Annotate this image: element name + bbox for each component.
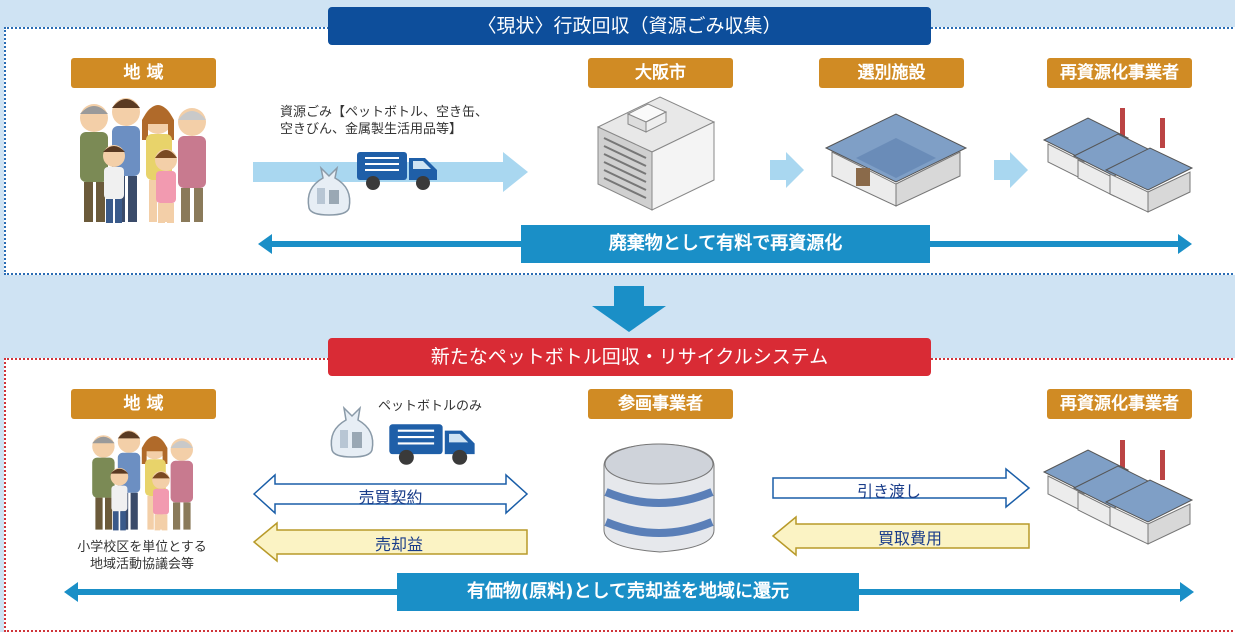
area-description-line1: 小学校区を単位とする (77, 540, 207, 555)
current-system-banner: 〈現状〉行政回収（資源ごみ収集） (328, 7, 931, 45)
recycling-factory-icon (1042, 108, 1194, 213)
top-result-label: 廃棄物として有料で再資源化 (521, 225, 930, 263)
handover-label: 引き渡し (856, 482, 921, 501)
label-area-top: 地 域 (71, 58, 216, 88)
handover-arrow (772, 467, 1031, 509)
sales-contract-arrow (252, 473, 529, 515)
family-illustration (80, 98, 206, 223)
operator-building-icon (603, 443, 715, 553)
label-participating-operator: 参画事業者 (588, 389, 733, 419)
garbage-truck-icon (357, 152, 437, 190)
recyclables-description-line1: 資源ごみ【ペットボトル、空き缶、 (280, 105, 489, 120)
area-description-line2: 地域活動協議会等 (89, 557, 194, 572)
label-recycler-top: 再資源化事業者 (1047, 58, 1192, 88)
collection-truck-icon (389, 424, 475, 465)
flow-arrow-to-recycler (994, 152, 1028, 188)
sales-profit-label: 売却益 (374, 535, 423, 554)
label-recycler-bottom: 再資源化事業者 (1047, 389, 1192, 419)
pet-bottle-bag-icon (330, 405, 374, 458)
family-illustration-small (92, 430, 193, 531)
sales-profit-arrow (252, 521, 528, 563)
bottom-result-label: 有価物(原料)として売却益を地域に還元 (397, 573, 859, 611)
transition-arrow (592, 286, 666, 332)
purchase-cost-label: 買取費用 (877, 529, 942, 548)
recyclables-description-line2: 空きびん、金属製生活用品等】 (280, 122, 463, 137)
sales-contract-label: 売買契約 (358, 488, 423, 507)
label-sorting-facility: 選別施設 (819, 58, 964, 88)
new-system-banner: 新たなペットボトル回収・リサイクルシステム (328, 338, 931, 376)
garbage-bag-icon (307, 165, 351, 216)
label-area-bottom: 地 域 (71, 389, 216, 419)
recycling-factory-icon-bottom (1042, 440, 1194, 545)
flow-arrow-to-sorting (770, 152, 804, 188)
sorting-facility-icon (824, 113, 968, 207)
purchase-cost-arrow (771, 515, 1030, 557)
label-osaka-city: 大阪市 (588, 58, 733, 88)
pet-bottles-only-text: ペットボトルのみ (378, 399, 483, 414)
city-hall-building-icon (596, 96, 716, 211)
